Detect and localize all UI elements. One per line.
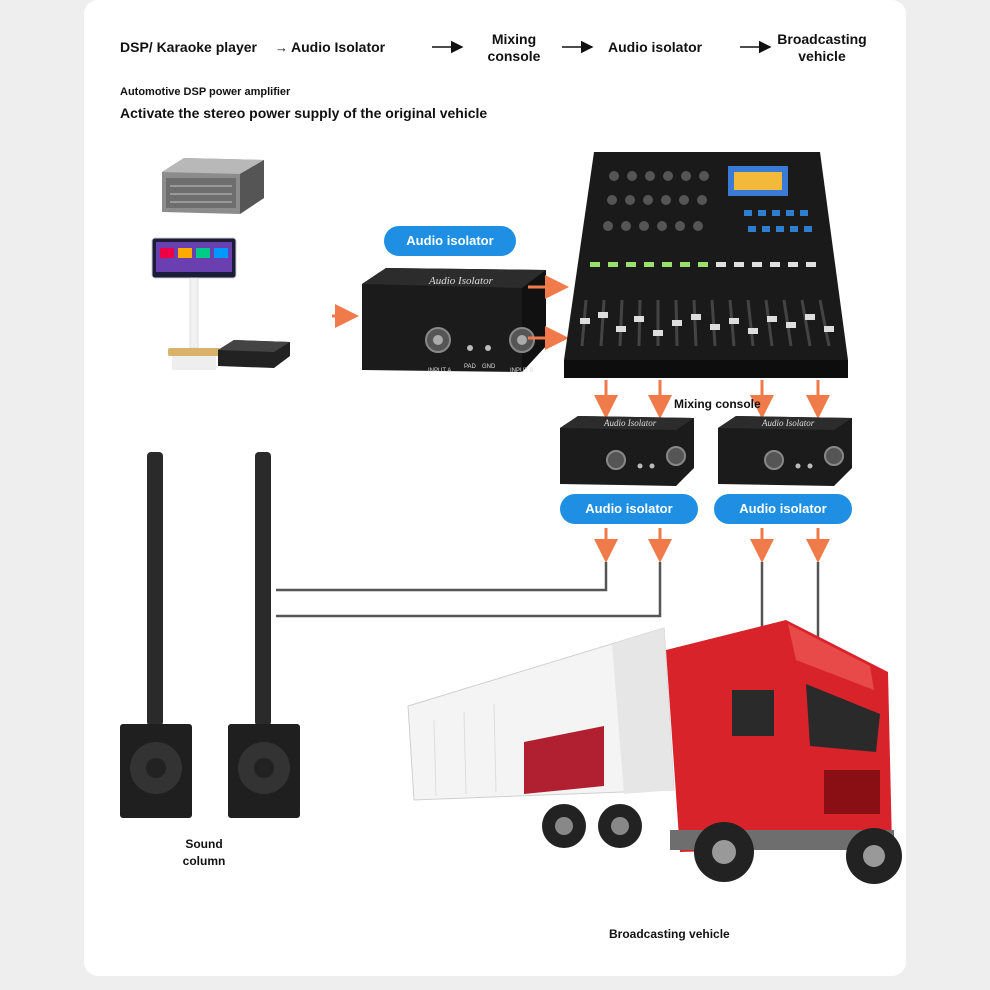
- source-caption-line2: Activate the stereo power supply of the …: [120, 105, 488, 121]
- isolator-left-brand: Audio Isolator: [603, 418, 657, 428]
- main-isolator-input-b: INPUT B: [510, 368, 534, 374]
- set-top-box-image: [218, 340, 290, 368]
- main-isolator-image: [332, 268, 546, 372]
- broadcast-truck-image: [407, 620, 902, 884]
- flow-step-audio-isolator-2: Audio isolator: [608, 39, 703, 55]
- mixing-console-label: Mixing console: [674, 397, 761, 411]
- main-isolator-badge: Audio isolator: [384, 226, 516, 256]
- source-caption-line1: Automotive DSP power amplifier: [120, 86, 291, 98]
- isolator-right-badge: Audio isolator: [714, 494, 852, 524]
- flow-step-dsp: DSP/ Karaoke player: [120, 39, 257, 55]
- karaoke-player-image: [151, 237, 237, 370]
- flow-arrow-glyph: →: [275, 40, 288, 55]
- main-isolator-input-a: INPUT A: [428, 368, 451, 374]
- isolator-output-arrows: [594, 528, 830, 563]
- sound-column-left-image: [120, 452, 192, 818]
- main-isolator-gnd: GND: [482, 364, 496, 370]
- isolator-right-brand: Audio Isolator: [761, 418, 815, 428]
- main-isolator-pad: PAD: [464, 364, 477, 370]
- mixing-console-image: [564, 152, 848, 378]
- flow-step-broadcasting-vehicle: Broadcasting vehicle: [777, 31, 867, 64]
- isolator-left-badge: Audio isolator: [560, 494, 698, 524]
- broadcasting-vehicle-label: Broadcasting vehicle: [609, 927, 730, 941]
- dsp-amplifier-image: [162, 158, 264, 214]
- flow-step-audio-isolator: Audio Isolator: [291, 39, 386, 55]
- diagram-card: Audio Isolator INPUT A INPUT B PAD GND: [84, 0, 906, 976]
- signal-cables: [276, 562, 820, 640]
- sound-column-label: Sound column: [182, 837, 226, 868]
- flow-step-mixing-console: Mixing console: [487, 31, 541, 64]
- isolator-left-image: [560, 416, 694, 486]
- sound-column-right-image: [228, 452, 300, 818]
- isolator-right-image: [718, 416, 852, 486]
- main-isolator-brand: Audio Isolator: [428, 275, 494, 287]
- isolator-to-mixer-arrows: [528, 275, 569, 350]
- diagram-canvas: Audio Isolator INPUT A INPUT B PAD GND: [120, 40, 902, 884]
- mixer-to-isolator-arrows: [594, 380, 830, 419]
